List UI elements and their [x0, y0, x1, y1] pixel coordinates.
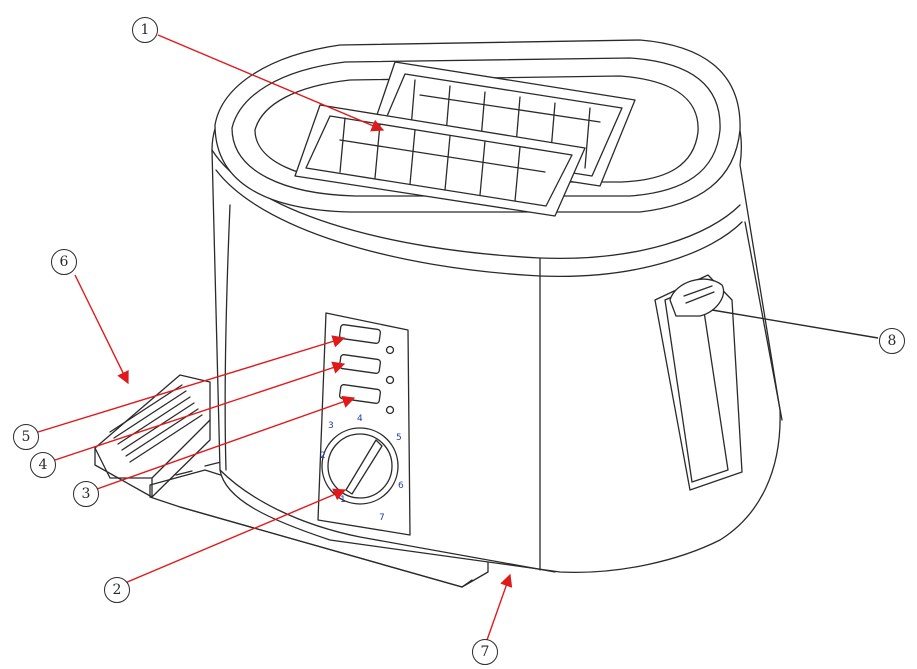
callout-1: 1: [132, 17, 158, 43]
callout-4: 4: [30, 452, 56, 478]
leader-6: [74, 274, 129, 385]
dial-number-3: 3: [328, 421, 334, 431]
crumb-tray-drawer: [94, 374, 211, 498]
leader-8: [711, 309, 879, 339]
indicator-light-2: [385, 375, 395, 385]
dial-number-5: 5: [396, 433, 402, 443]
toast-lever: [654, 274, 743, 491]
dial-number-6: 6: [398, 481, 404, 491]
leader-5: [37, 335, 346, 433]
bread-slot-front: [294, 104, 586, 217]
dial-number-7: 7: [379, 513, 385, 523]
callout-2: 2: [104, 577, 130, 603]
leader-3: [96, 395, 356, 490]
leader-7: [486, 573, 513, 641]
indicator-light-1: [385, 345, 395, 355]
dial-number-1: 1: [340, 495, 346, 505]
callout-8: 8: [879, 328, 905, 354]
callout-7: 7: [472, 639, 498, 665]
cancel-button: [338, 384, 382, 404]
leader-lines: [37, 34, 513, 641]
leader-4: [54, 361, 346, 461]
leader-1: [157, 34, 385, 132]
defrost-button: [338, 354, 382, 374]
leader-2: [124, 488, 347, 584]
reheat-button: [338, 324, 382, 344]
callout-5: 5: [13, 424, 39, 450]
callout-6: 6: [51, 249, 77, 275]
callout-3: 3: [73, 481, 99, 507]
dial-number-2: 2: [320, 451, 326, 461]
dial-number-4: 4: [357, 414, 363, 424]
indicator-light-3: [385, 405, 395, 415]
